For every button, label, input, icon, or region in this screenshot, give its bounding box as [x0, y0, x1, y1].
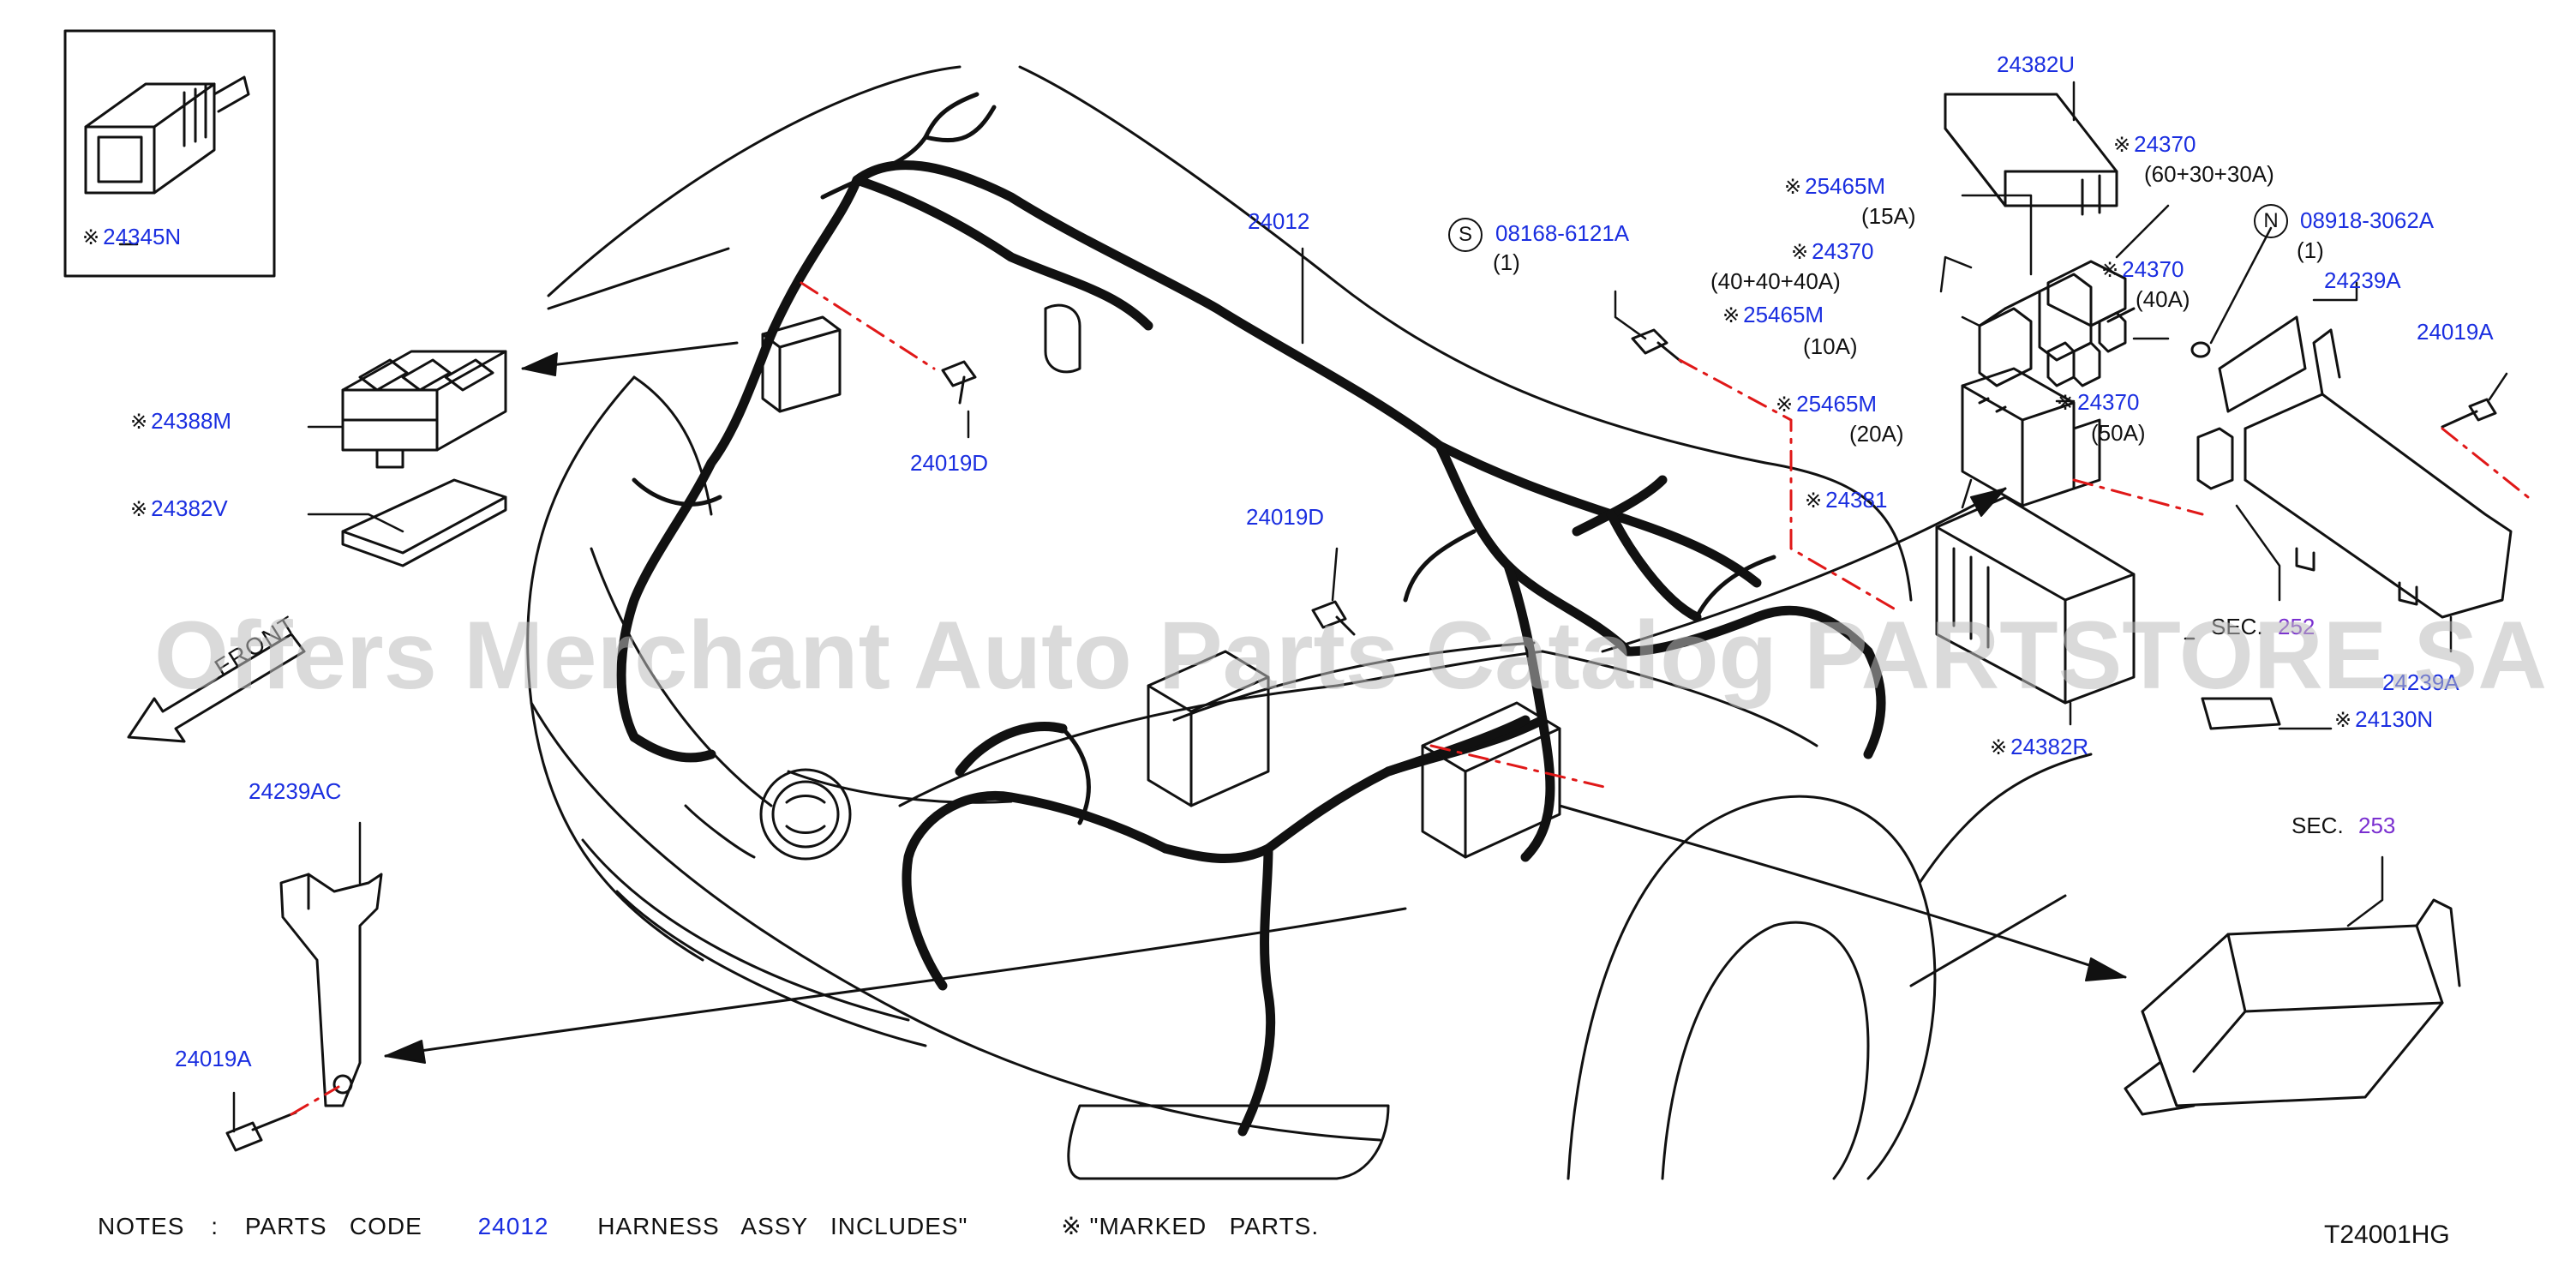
label-24239A-lower[interactable]: 24239A [2382, 669, 2459, 695]
bolt-24019A-left-drawing [225, 1111, 297, 1152]
label-24382R[interactable]: ※24382R [1990, 734, 2089, 759]
label-24130N[interactable]: ※24130N [2334, 706, 2434, 732]
pointer-arrows [384, 341, 2127, 1058]
amp-24370-a: (60+30+30A) [2144, 161, 2274, 187]
amp-24370-b: (40+40+40A) [1710, 268, 1841, 294]
label-08918-3062A[interactable]: 08918-3062A [2300, 207, 2435, 233]
wiring-branches [632, 92, 1776, 825]
cover-24382V-drawing [341, 478, 507, 555]
nut-symbol-n: N [2254, 204, 2288, 238]
qty-08918: (1) [2297, 237, 2324, 263]
notes-colon: : [211, 1213, 219, 1239]
label-24370-b[interactable]: ※24370 [1791, 238, 1874, 264]
label-24019A-left[interactable]: 24019A [175, 1046, 252, 1071]
notes-line: NOTES : PARTS CODE 24012 HARNESS ASSY IN… [98, 1212, 1319, 1240]
nut-08918-drawing [2190, 341, 2211, 358]
notes-mark: ※ [1061, 1213, 1082, 1239]
label-24239A[interactable]: 24239A [2324, 267, 2401, 293]
label-24382U[interactable]: 24382U [1997, 51, 2076, 77]
connector-24345N-drawing [84, 75, 250, 195]
bolt-symbol-s: S [1448, 218, 1483, 252]
label-24019D-upper[interactable]: 24019D [910, 450, 989, 476]
amp-25465M-a: (15A) [1861, 203, 1916, 229]
link-sec-252[interactable]: 252 [2278, 614, 2315, 639]
bolt-24019D-lower-drawing [1311, 600, 1356, 636]
label-24381[interactable]: ※24381 [1805, 487, 1888, 513]
label-24382V[interactable]: ※24382V [130, 495, 228, 521]
car-body-outline [526, 65, 2093, 1180]
fuses-drawing [1978, 260, 2136, 387]
label-24345N[interactable]: ※24345N [82, 224, 182, 249]
label-24019D-lower[interactable]: 24019D [1246, 504, 1325, 530]
label-24388M[interactable]: ※24388M [130, 408, 232, 434]
relay-24130N-drawing [2201, 697, 2281, 730]
amp-24370-c: (40A) [2136, 286, 2190, 312]
amp-25465M-c: (20A) [1849, 421, 1904, 447]
label-25465M-a[interactable]: ※25465M [1784, 173, 1886, 199]
watermark: Offers Merchant Auto Parts Catalog PARTS… [154, 602, 2548, 709]
label-25465M-c[interactable]: ※25465M [1776, 391, 1878, 417]
box-24388M-drawing [341, 350, 507, 469]
cover-24382V-edge [341, 495, 507, 567]
label-24370-a[interactable]: ※24370 [2113, 131, 2196, 157]
fuse-block-24381-drawing [1961, 367, 2101, 507]
leader-lines [118, 81, 2508, 1133]
arrow-heads [385, 352, 2126, 1064]
label-25465M-b[interactable]: ※25465M [1722, 302, 1824, 327]
front-arrow-drawing [127, 633, 306, 743]
relay-box-drawing [761, 303, 1081, 413]
sec-252-prefix: SEC. [2211, 614, 2263, 639]
label-24012[interactable]: 24012 [1248, 208, 1310, 234]
amp-24370-d: (50A) [2091, 420, 2146, 446]
label-24019A-right[interactable]: 24019A [2417, 319, 2494, 345]
bolt-24019D-upper-drawing [941, 360, 977, 405]
label-24370-c[interactable]: ※24370 [2101, 256, 2184, 282]
label-08168-6121A[interactable]: 08168-6121A [1495, 220, 1630, 246]
inset-frame [63, 29, 276, 278]
label-24239AC[interactable]: 24239AC [249, 778, 342, 804]
module-sec253-drawing [2124, 898, 2461, 1116]
red-dash-leaders [290, 281, 2530, 1116]
ecu-module-drawing [1147, 650, 1561, 859]
bolt-24019A-right-drawing [2441, 398, 2497, 429]
qty-08168: (1) [1493, 249, 1520, 275]
notes-parts-code: PARTS CODE [244, 1213, 422, 1239]
label-24370-d[interactable]: ※24370 [2057, 389, 2140, 415]
bracket-24239A-drawing [2218, 315, 2513, 619]
diagram-code: T24001HG [2324, 1221, 2450, 1249]
notes-prefix: NOTES [98, 1213, 185, 1239]
amp-25465M-b: (10A) [1803, 333, 1858, 359]
housing-24382R-drawing [1935, 495, 2136, 705]
notes-harness-code[interactable]: 24012 [477, 1213, 549, 1239]
bolt-08168-drawing [1631, 328, 1683, 363]
link-sec-253[interactable]: 253 [2358, 813, 2396, 838]
sec-253-prefix: SEC. [2291, 813, 2344, 838]
notes-harness-text: HARNESS ASSY INCLUDES" [597, 1213, 968, 1239]
notes-marked-parts: "MARKED PARTS. [1089, 1213, 1320, 1239]
relay-small-drawing [2196, 427, 2234, 490]
cover-24382U-drawing [1944, 93, 2118, 216]
bracket-24239AC-drawing [279, 873, 383, 1107]
